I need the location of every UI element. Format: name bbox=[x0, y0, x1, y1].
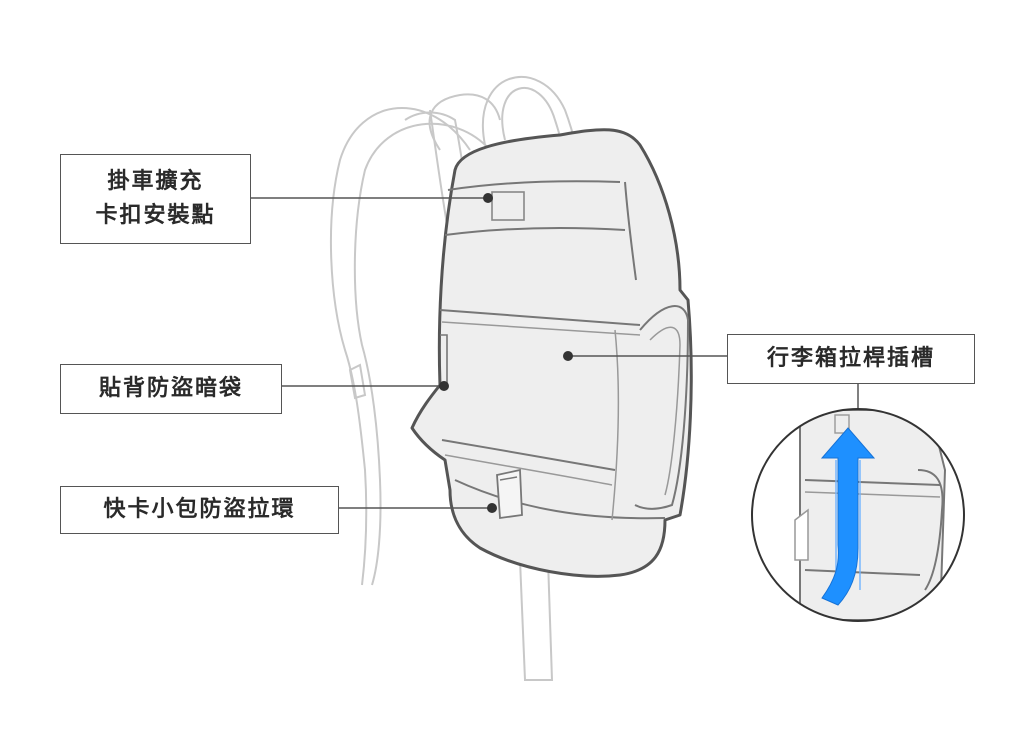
up-arrow-icon bbox=[820, 427, 876, 606]
label-back-pocket-text: 貼背防盜暗袋 bbox=[98, 376, 243, 401]
label-hook-expand-line2: 卡扣安裝點 bbox=[95, 203, 216, 228]
label-hook-expand-line1: 掛車擴充 bbox=[107, 169, 204, 194]
label-back-anti-theft-pocket: 貼背防盜暗袋 bbox=[60, 364, 282, 414]
label-hook-expand-point: 掛車擴充 卡扣安裝點 bbox=[60, 154, 251, 244]
label-quick-clip-loop: 快卡小包防盜拉環 bbox=[60, 486, 339, 534]
backpack-body bbox=[410, 128, 693, 578]
label-trolley-sleeve: 行李箱拉桿插槽 bbox=[727, 334, 975, 384]
leader-lines bbox=[250, 197, 859, 509]
label-quick-loop-text: 快卡小包防盜拉環 bbox=[103, 497, 296, 522]
label-trolley-sleeve-text: 行李箱拉桿插槽 bbox=[766, 346, 935, 371]
leader-dots bbox=[439, 193, 573, 513]
trolley-sleeve-inset bbox=[751, 408, 965, 622]
